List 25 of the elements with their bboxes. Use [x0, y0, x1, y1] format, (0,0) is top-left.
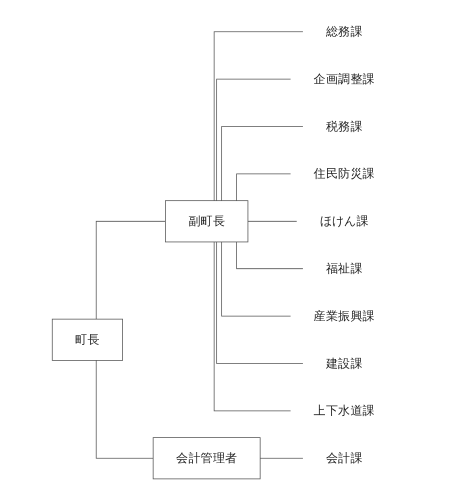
connector	[96, 220, 166, 320]
connector	[221, 126, 304, 202]
node-box: 町長	[52, 318, 123, 361]
node-box: 会計管理者	[152, 437, 261, 480]
connector	[248, 220, 298, 222]
node-text: 産業振興課	[314, 308, 375, 323]
node-text: 福祉課	[326, 261, 363, 276]
node-box: 副町長	[165, 200, 248, 242]
node-text: 会計課	[326, 450, 363, 466]
node-text: 住民防災課	[314, 166, 375, 181]
node-text: 総務課	[326, 24, 363, 39]
connector	[216, 78, 292, 202]
node-text: 税務課	[326, 118, 363, 134]
connector	[214, 242, 292, 412]
connector	[236, 242, 304, 270]
connector	[236, 174, 292, 202]
node-text: 建設課	[326, 356, 363, 370]
node-text: 上下水道課	[314, 403, 375, 418]
connector	[96, 360, 154, 459]
node-text: 企画調整課	[314, 71, 375, 86]
connector	[260, 458, 304, 459]
connector	[216, 242, 304, 364]
connector	[214, 31, 304, 202]
connector	[221, 242, 292, 316]
node-text: ほけん課	[320, 214, 369, 228]
